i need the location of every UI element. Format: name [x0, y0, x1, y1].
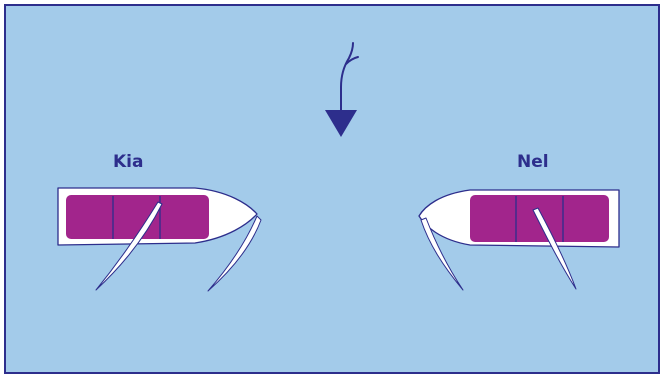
boat-left-cockpit — [66, 195, 209, 239]
boat-left-label: Kia — [113, 152, 143, 172]
boat-right-label: Nel — [517, 152, 549, 172]
